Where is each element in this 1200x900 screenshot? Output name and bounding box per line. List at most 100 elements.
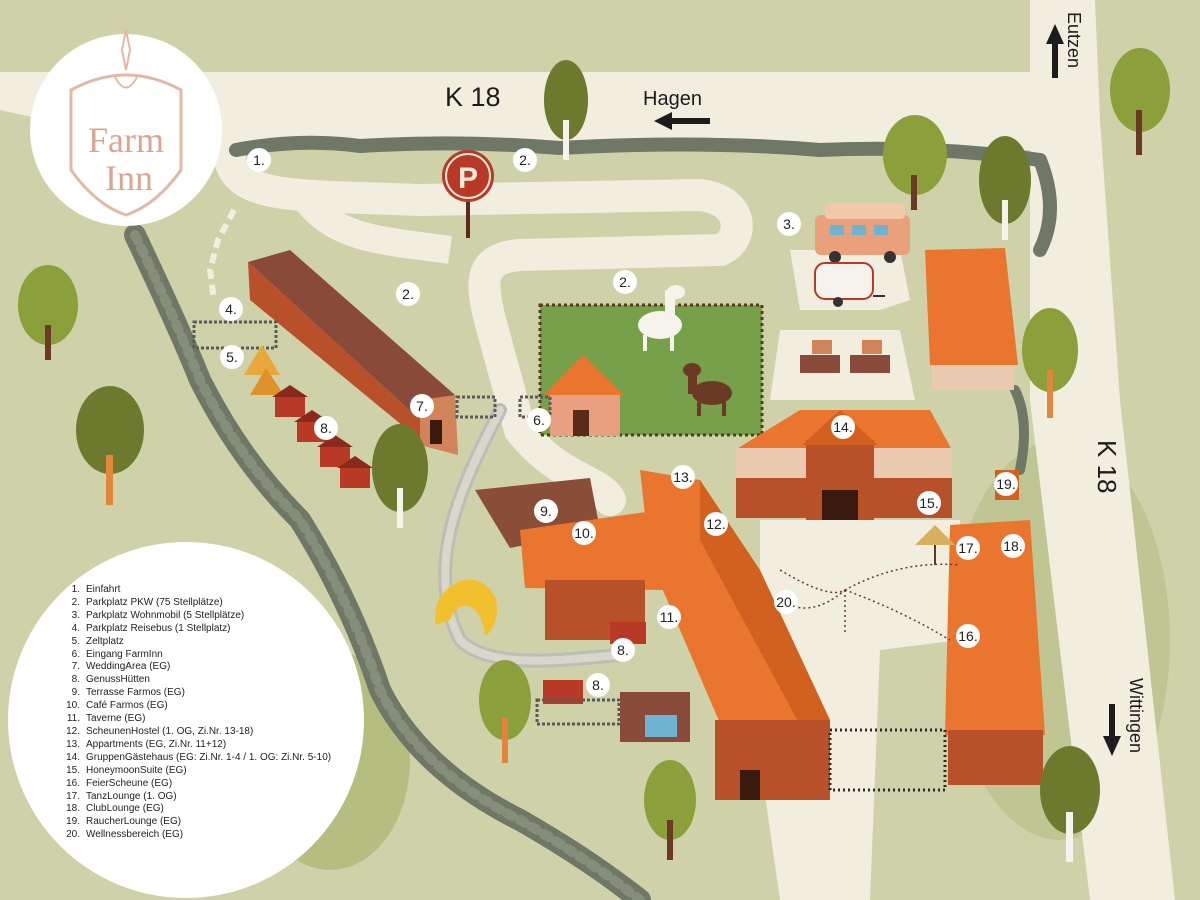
legend-item: 14. GruppenGästehaus (EG: Zi.Nr. 1-4 / 1.… bbox=[64, 752, 331, 765]
legend-item: 7. WeddingArea (EG) bbox=[64, 661, 331, 674]
marker-circle bbox=[410, 394, 434, 418]
hedge-east bbox=[1010, 385, 1029, 475]
marker-m19: 19. bbox=[994, 472, 1018, 496]
marker-circle bbox=[994, 472, 1018, 496]
white-alpaca-icon bbox=[638, 285, 685, 351]
legend-item-text: Café Farmos (EG) bbox=[86, 700, 168, 712]
legend-item: 16. FeierScheune (EG) bbox=[64, 778, 331, 791]
terrace-furniture bbox=[800, 340, 890, 373]
arrow-left-icon bbox=[654, 112, 710, 130]
road-label-eutzen: Eutzen bbox=[1064, 12, 1084, 68]
legend-item-text: Parkplatz PKW (75 Stellplätze) bbox=[86, 596, 223, 608]
road-label-wittingen: Wittingen bbox=[1126, 678, 1146, 753]
legend-item: 10. Café Farmos (EG) bbox=[64, 700, 331, 713]
legend-item-number: 14. bbox=[66, 751, 80, 763]
legend-item-number: 5. bbox=[71, 635, 80, 647]
marker-circle bbox=[704, 512, 728, 536]
fence-lower bbox=[535, 698, 621, 726]
hedge-left-shade bbox=[130, 230, 645, 900]
legend-item: 18.ClubLounge (EG) bbox=[64, 803, 331, 816]
tree-icon bbox=[76, 386, 144, 505]
legend-item-text: Terrasse Farmos (EG) bbox=[86, 687, 185, 699]
marker-m8a: 8. bbox=[314, 416, 338, 440]
legend-item-text: ClubLounge (EG) bbox=[86, 803, 164, 815]
marker-m2c: 2. bbox=[613, 270, 637, 294]
legend-item-text: FeierScheune (EG) bbox=[86, 777, 173, 789]
marker-circle bbox=[774, 590, 798, 614]
marker-m7: 7. bbox=[410, 394, 434, 418]
genuss-hut-lower bbox=[610, 622, 646, 644]
tree-icon bbox=[18, 265, 78, 360]
marker-m13: 13. bbox=[671, 465, 695, 489]
tent-icon bbox=[244, 345, 280, 375]
marker-label: 8. bbox=[592, 677, 604, 693]
tree-icon bbox=[644, 760, 696, 860]
horseshoe-icon bbox=[435, 579, 497, 635]
marker-m9: 9. bbox=[534, 499, 558, 523]
courtyard bbox=[760, 520, 960, 900]
tree-icon bbox=[1040, 746, 1100, 862]
marker-label: 16. bbox=[958, 628, 977, 644]
marker-label: 20. bbox=[776, 594, 795, 610]
tree-icon bbox=[372, 424, 428, 528]
marker-label: 2. bbox=[619, 274, 631, 290]
access-drive-loop bbox=[288, 182, 452, 264]
legend-item-text: GruppenGästehaus (EG: Zi.Nr. 1-4 / 1. OG… bbox=[86, 751, 332, 763]
marker-circle bbox=[396, 282, 420, 306]
marker-label: 2. bbox=[402, 286, 414, 302]
marker-circle bbox=[219, 297, 243, 321]
marker-m8b: 8. bbox=[611, 638, 635, 662]
marker-label: 9. bbox=[540, 503, 552, 519]
logo-badge: Farm Inn bbox=[30, 29, 222, 226]
legend-item-text: Eingang FarmInn bbox=[86, 648, 163, 660]
legend-item-text: Taverne (EG) bbox=[86, 713, 146, 725]
legend-item-number: 12. bbox=[66, 725, 80, 737]
marker-m20: 20. bbox=[774, 590, 798, 614]
marker-m1: 1. bbox=[247, 148, 271, 172]
legend-item: 15.HoneymoonSuite (EG) bbox=[64, 765, 331, 778]
bus-lane-marking bbox=[206, 208, 237, 301]
legend-item-number: 16. bbox=[66, 777, 80, 789]
marker-label: 17. bbox=[958, 540, 977, 556]
legend-item-text: TanzLounge (1. OG) bbox=[86, 790, 177, 802]
legend-item-number: 2. bbox=[71, 596, 80, 608]
legend-item-text: Einfahrt bbox=[86, 584, 121, 595]
tree-icon bbox=[979, 136, 1031, 240]
marker-m2b: 2. bbox=[396, 282, 420, 306]
legend-item-number: 3. bbox=[71, 609, 80, 621]
gray-path-inner bbox=[441, 406, 624, 665]
marker-m4: 4. bbox=[219, 297, 243, 321]
marker-circle bbox=[956, 536, 980, 560]
marker-label: 18. bbox=[1003, 538, 1022, 554]
terrace-lot bbox=[770, 330, 915, 400]
marker-circle bbox=[572, 521, 596, 545]
arrow-up-icon bbox=[1046, 24, 1064, 78]
marker-circle bbox=[917, 491, 941, 515]
marker-m10: 10. bbox=[572, 521, 596, 545]
legend-item-number: 6. bbox=[71, 648, 80, 660]
marker-m2a: 2. bbox=[513, 148, 537, 172]
marker-circle bbox=[831, 415, 855, 439]
road-label-k18-right: K 18 bbox=[1092, 440, 1122, 494]
marker-label: 1. bbox=[253, 152, 265, 168]
carousel-icon bbox=[915, 525, 955, 565]
east-house bbox=[925, 248, 1018, 390]
legend-item-text: WeddingArea (EG) bbox=[86, 661, 171, 673]
marker-circle bbox=[657, 605, 681, 629]
legend-item-number: 19. bbox=[66, 816, 80, 828]
legend-item-text: RaucherLounge (EG) bbox=[86, 816, 182, 828]
legend-item: 19. RaucherLounge (EG) bbox=[64, 816, 331, 829]
marker-m3: 3. bbox=[777, 212, 801, 236]
legend-item-number: 7. bbox=[71, 661, 80, 673]
legend-item-number: 15. bbox=[66, 764, 80, 776]
marker-m12: 12. bbox=[704, 512, 728, 536]
legend-item-text: GenussHütten bbox=[86, 674, 150, 686]
legend-item: 20.Wellnessbereich (EG) bbox=[64, 829, 331, 842]
marker-label: 11. bbox=[660, 609, 678, 625]
location-markers: 1.2.2.2.3.4.5.6.7.8.8.8.9.10.11.12.13.14… bbox=[219, 148, 1025, 697]
tent-icon bbox=[250, 368, 284, 395]
legend-item-number: 10. bbox=[66, 700, 80, 712]
tree-icon bbox=[883, 115, 947, 210]
entrance-gate bbox=[828, 728, 947, 792]
